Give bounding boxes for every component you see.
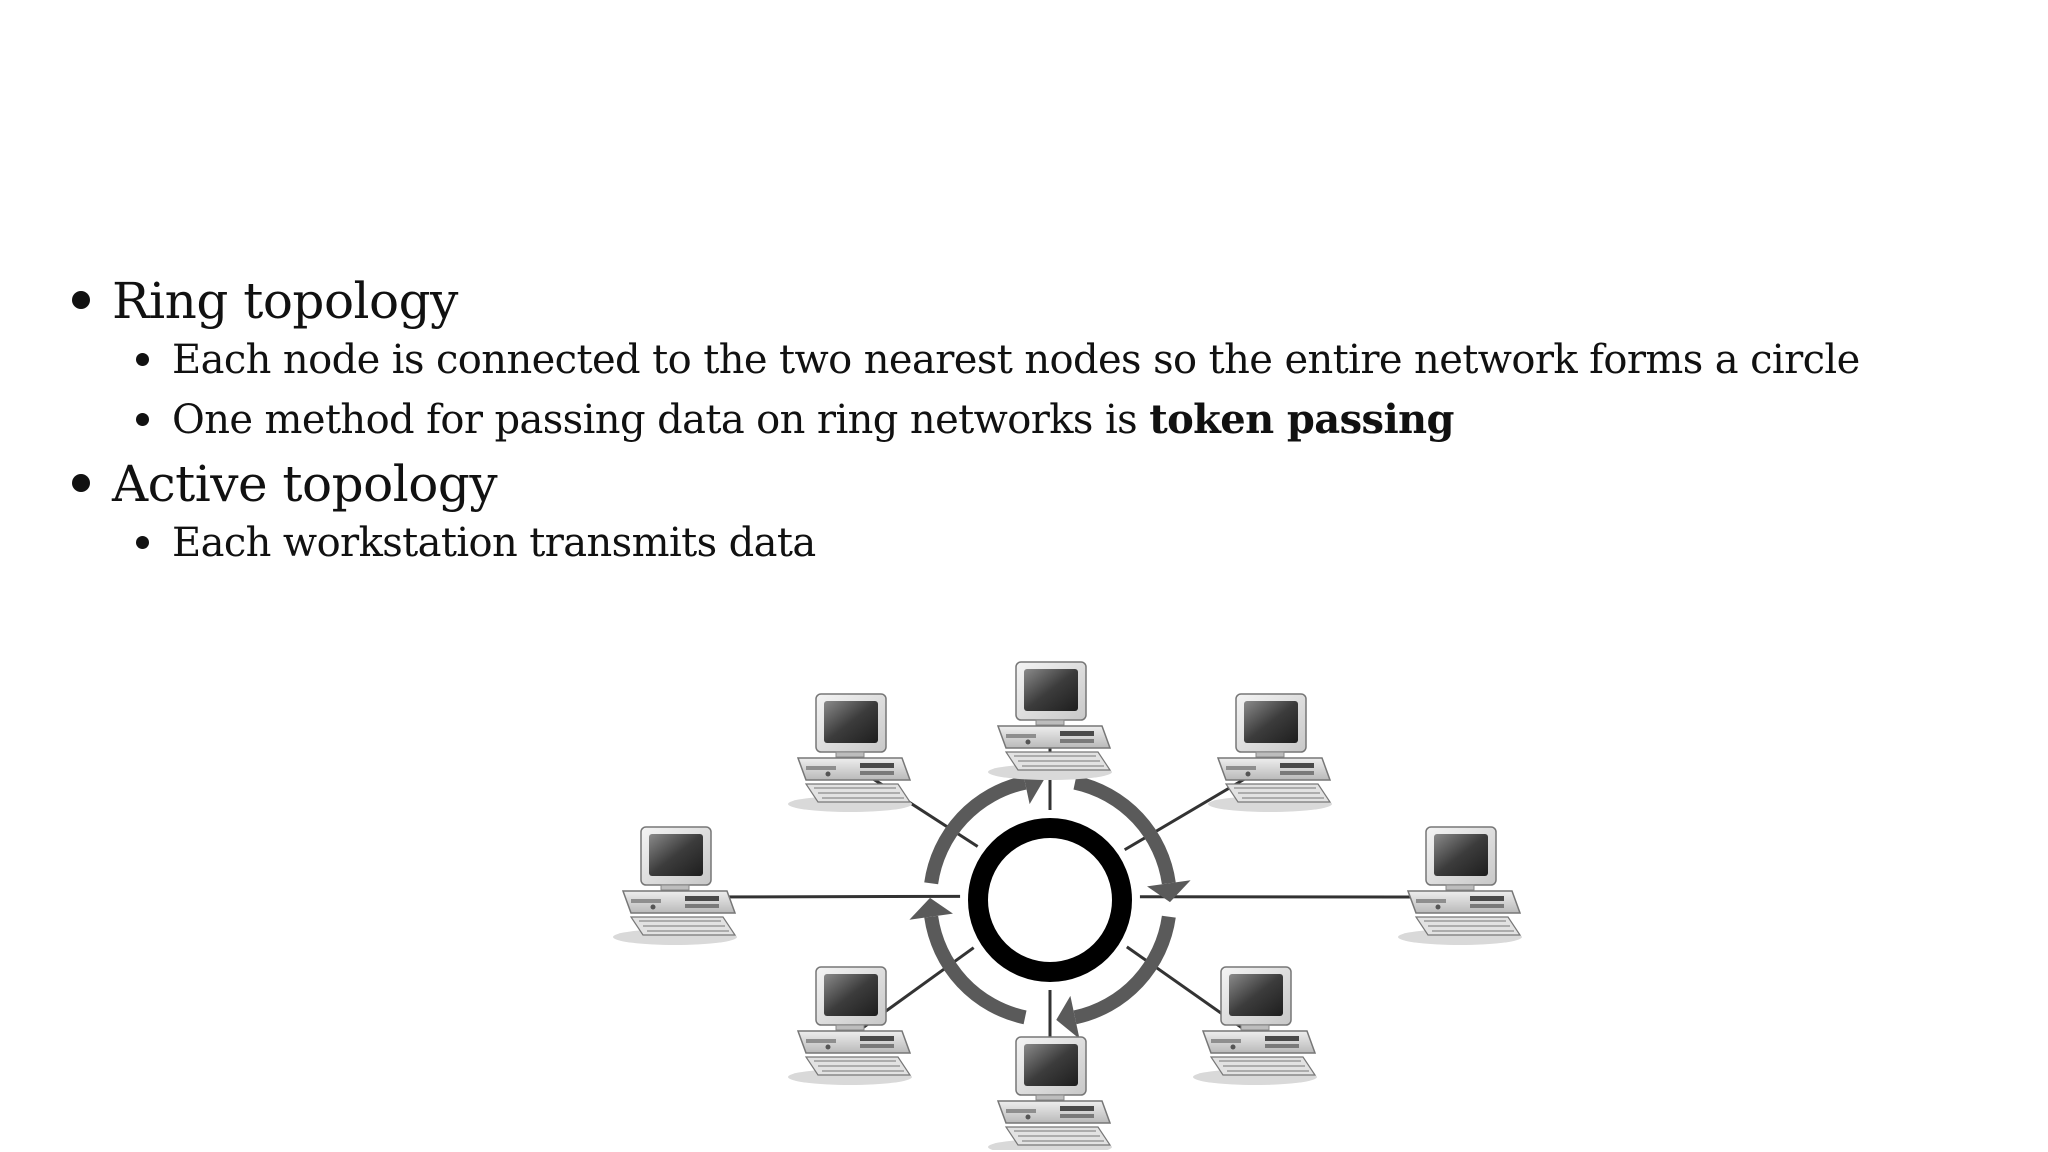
desktop-computer-icon (988, 662, 1112, 780)
desktop-computer-icon (1193, 967, 1317, 1085)
sub-bullet-dot-icon (136, 413, 149, 426)
desktop-computer-icon (788, 967, 912, 1085)
bullet-dot-icon (72, 474, 90, 492)
sub-bullet-text-plain: One method for passing data on ring netw… (172, 397, 1149, 443)
bullet-dot-icon (72, 291, 90, 309)
desktop-computer-icon (988, 1037, 1112, 1150)
bullet-text: Ring topology (112, 272, 458, 330)
arrowhead-icon (1147, 880, 1191, 902)
bullet-ring-topology: Ring topology (72, 272, 458, 330)
arrowhead-icon (909, 898, 953, 920)
sub-bullet-text: Each node is connected to the two neares… (172, 337, 1860, 383)
sub-bullet-text-bold: token passing (1149, 396, 1454, 443)
desktop-computer-icon (788, 694, 912, 812)
bullet-text: Active topology (112, 455, 497, 513)
ring-network-diagram (600, 640, 1560, 1150)
sub-bullet-text: Each workstation transmits data (172, 520, 816, 566)
desktop-computer-icon (613, 827, 737, 945)
sub-bullet-text: One method for passing data on ring netw… (172, 396, 1454, 443)
desktop-computer-icon (1208, 694, 1332, 812)
desktop-computer-icon (1398, 827, 1522, 945)
bullet-active-topology: Active topology (72, 455, 497, 513)
sub-bullet-node-connection: Each node is connected to the two neares… (136, 337, 1860, 383)
sub-bullet-workstation-transmits: Each workstation transmits data (136, 520, 816, 566)
sub-bullet-dot-icon (136, 353, 149, 366)
sub-bullet-token-passing: One method for passing data on ring netw… (136, 396, 1454, 443)
sub-bullet-dot-icon (136, 536, 149, 549)
ring-circle (978, 828, 1122, 972)
